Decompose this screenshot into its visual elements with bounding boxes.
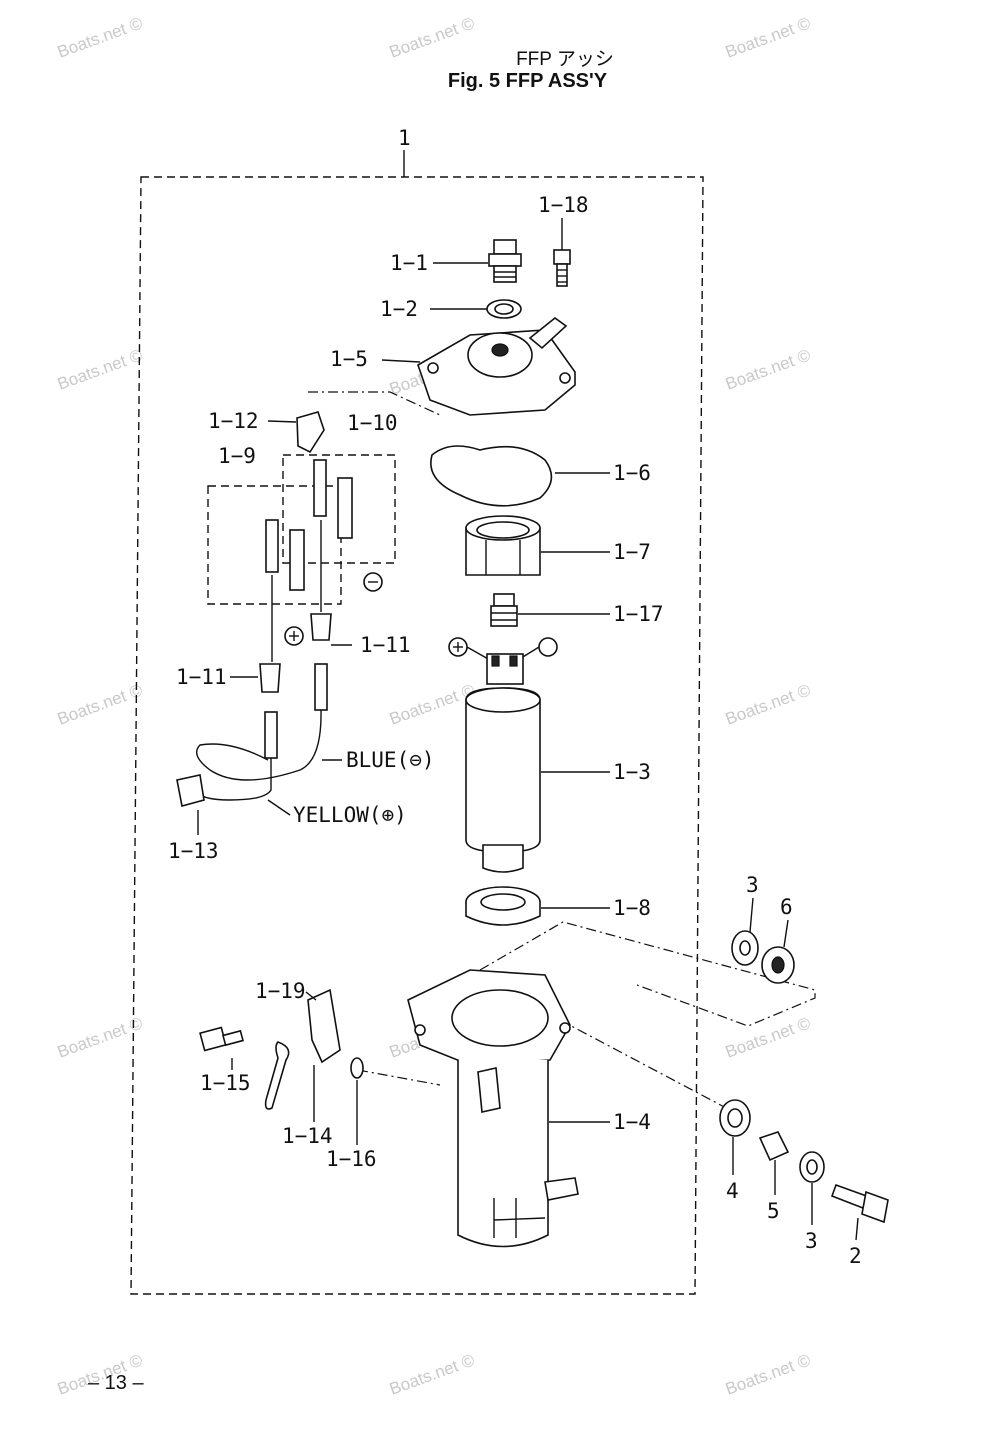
part-label-1-19: 1−19: [255, 979, 306, 1003]
part-label-3: 3: [805, 1229, 818, 1253]
leader-line: [267, 420, 297, 423]
boot-part-1-11: [310, 613, 332, 641]
fitting-part-1-17: [490, 593, 518, 627]
reference-line: [357, 1069, 441, 1086]
part-label-1-4: 1−4: [613, 1110, 651, 1134]
cap-part-1-12: [296, 411, 325, 454]
boot-part-1-11: [259, 663, 281, 693]
blue-wire: [196, 709, 322, 781]
watermark: Boats.net ©: [55, 345, 146, 393]
ground-strap-part-1-14: [264, 1041, 290, 1110]
nut-part-1-7: [465, 515, 541, 576]
bolt-part-2: [830, 1183, 889, 1224]
connector-part-1-13: [176, 774, 205, 807]
gasket-part-1-6: [430, 445, 553, 507]
wire-label-blue: BLUE(⊖): [346, 748, 435, 772]
assembly-boundary: [130, 176, 704, 1295]
watermark-group: Boats.net © Boats.net © Boats.net © Boat…: [55, 13, 814, 1398]
part-label-1-16: 1−16: [326, 1147, 377, 1171]
watermark: Boats.net ©: [723, 13, 814, 61]
part-label-1-9: 1−9: [218, 444, 256, 468]
watermark: Boats.net ©: [55, 1013, 146, 1061]
leader-line: [783, 919, 789, 948]
part-label-1-6: 1−6: [613, 461, 651, 485]
part-label-1-18: 1−18: [538, 193, 589, 217]
fuel-pump-part-1-3: [465, 653, 541, 873]
terminal-part-1-9: [265, 519, 305, 646]
watermark: Boats.net ©: [55, 680, 146, 728]
watermark: Boats.net ©: [387, 13, 478, 61]
part-label-1-1: 1−1: [390, 251, 428, 275]
part-label-1-3: 1−3: [613, 760, 651, 784]
part-label-1-14: 1−14: [282, 1124, 333, 1148]
bracket-part-1-19: [307, 988, 341, 1064]
watermark: Boats.net ©: [723, 1013, 814, 1061]
watermark: Boats.net ©: [387, 680, 478, 728]
collar-part-4: [719, 1099, 751, 1137]
watermark: Boats.net ©: [387, 1350, 478, 1398]
screw-part-1-18: [553, 249, 571, 287]
terminal-part-1-10: [313, 459, 383, 592]
part-label-1-8: 1−8: [613, 896, 651, 920]
fitting-part-1-1: [488, 239, 522, 283]
page-number: – 13 –: [88, 1372, 144, 1394]
reference-line: [559, 1019, 731, 1111]
subassembly-boundary-1-9: [207, 485, 342, 605]
filter-case-part-1-4: [407, 969, 579, 1248]
leader-line: [305, 991, 317, 1001]
leader-line: [749, 897, 754, 933]
subassembly-boundary-1-10: [282, 454, 396, 564]
part-label-3: 3: [746, 873, 759, 897]
part-label-2: 2: [849, 1244, 862, 1268]
part-label-1-17: 1−17: [613, 602, 664, 626]
spacer-part-5: [758, 1131, 790, 1162]
part-label-1-2: 1−2: [380, 297, 418, 321]
part-label-1: 1: [398, 126, 411, 150]
figure-title-japanese: FFP アッシ: [516, 49, 614, 70]
watermark: Boats.net ©: [55, 13, 146, 61]
figure-title: Fig. 5 FFP ASS'Y: [447, 70, 608, 92]
grommet-part-6: [761, 946, 795, 984]
part-label-1-15: 1−15: [200, 1071, 251, 1095]
leader-line: [267, 799, 291, 816]
leader-line: [855, 1217, 859, 1241]
watermark: Boats.net ©: [723, 1350, 814, 1398]
watermark: Boats.net ©: [723, 345, 814, 393]
part-label-1-10: 1−10: [347, 411, 398, 435]
seal-part-1-8: [465, 886, 541, 926]
part-label-4: 4: [726, 1179, 739, 1203]
part-label-1-12: 1−12: [208, 409, 259, 433]
part-label-1-11: 1−11: [360, 633, 411, 657]
negative-terminal-icon: [538, 637, 558, 657]
part-label-5: 5: [767, 1199, 780, 1223]
cover-part-1-5: [417, 316, 576, 416]
part-label-1-11: 1−11: [176, 665, 227, 689]
part-label-1-7: 1−7: [613, 540, 651, 564]
part-label-1-13: 1−13: [168, 839, 219, 863]
leader-line: [381, 359, 421, 363]
reference-line: [479, 921, 816, 1027]
part-label-6: 6: [780, 895, 793, 919]
part-label-1-5: 1−5: [330, 347, 368, 371]
watermark: Boats.net ©: [723, 680, 814, 728]
wire-label-yellow: YELLOW(⊕): [293, 803, 407, 827]
reference-line: [308, 391, 441, 416]
washer-part-1-16: [350, 1057, 364, 1079]
screw-part-1-15: [199, 1026, 244, 1052]
